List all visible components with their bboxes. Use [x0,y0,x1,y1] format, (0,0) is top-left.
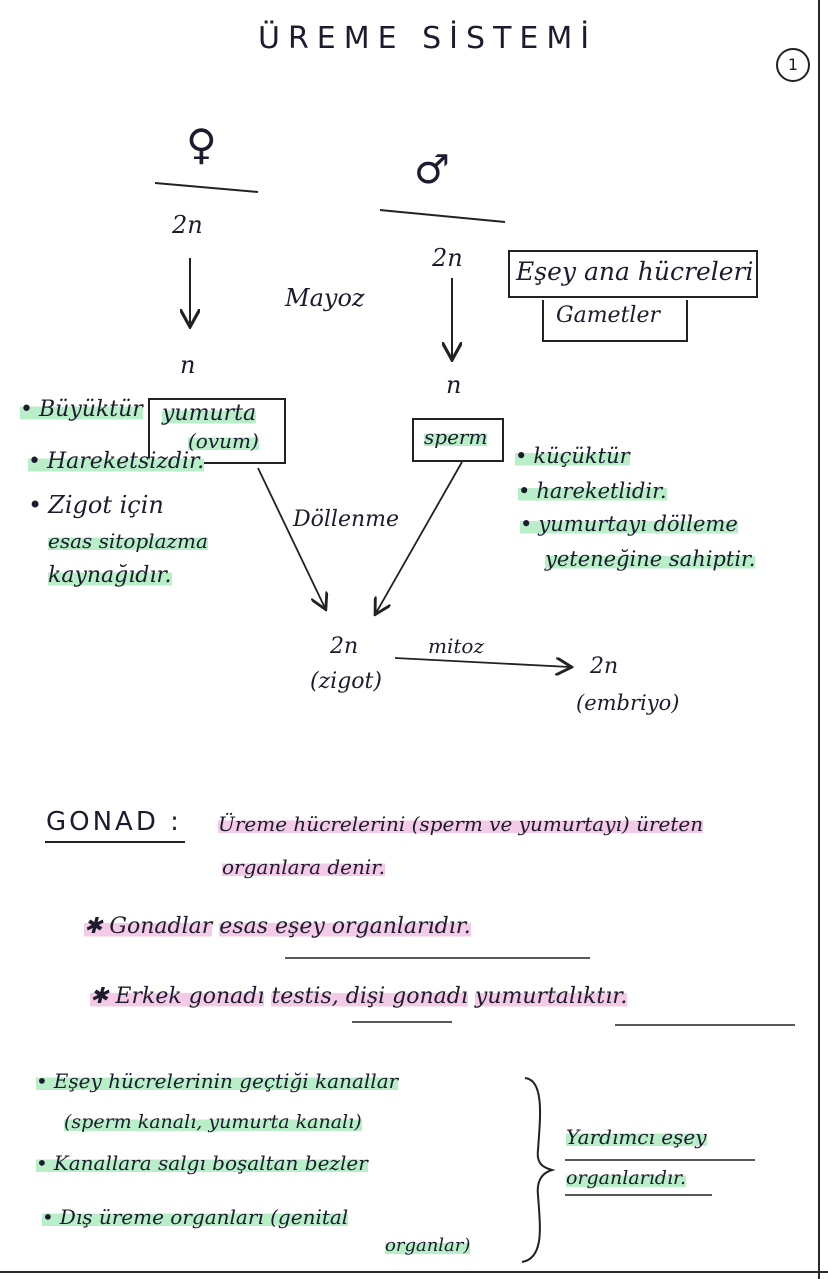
yumurta-label: yumurta [162,401,257,427]
zigot-2n: 2n [330,634,359,659]
gametler-label: Gametler [556,303,660,328]
female-trait-4: esas sitoplazma [48,529,208,553]
male-trait-1: küçüktür [515,444,630,469]
female-trait-2: Hareketsizdir. [28,449,205,475]
male-trait-4: yeteneğine sahiptir. [545,547,756,572]
female-underline [154,182,259,193]
helper-item-3: Dış üreme organları (genital [42,1205,349,1229]
gonad-note-1: ✱ Gonadlar esas eşey organlarıdır. [84,914,471,939]
zigot-label: (zigot) [310,669,382,694]
male-trait-2: hareketlidir. [518,479,667,504]
page-title: ÜREME SİSTEMİ [258,21,598,56]
helper-item-2: Kanallara salgı boşaltan bezler [36,1151,368,1175]
embriyo-label: (embriyo) [576,691,680,715]
sperm-box [412,418,504,462]
gametler-box [542,300,688,342]
page-number-badge: 1 [776,48,810,82]
helper-item-3-detail: organlar) [385,1235,471,1256]
gonad-heading: GONAD : [46,807,182,837]
esey-ana-box [508,250,758,298]
page-right-edge [818,0,820,1279]
male-n: n [446,371,462,399]
female-symbol: ♀ [186,120,217,169]
helper-item-1-detail: (sperm kanalı, yumurta kanalı) [64,1111,362,1133]
yumurta-box [148,398,286,464]
ovum-to-zygote-arrow [257,467,325,608]
gonad-definition-line2: organlara denir. [222,855,386,879]
female-n: n [180,351,196,379]
female-trait-5: kaynağıdır. [48,563,172,589]
male-trait-3: yumurtayı dölleme [520,512,738,537]
embriyo-2n: 2n [590,654,619,679]
gonad-note-2: ✱ Erkek gonadı testis, dişi gonadı yumur… [90,984,628,1009]
mitoz-label: mitoz [428,634,484,658]
male-underline [379,209,506,223]
female-2n: 2n [172,211,203,239]
female-trait-3: Zigot için [28,491,164,519]
male-2n: 2n [432,244,463,272]
helper-summary-line2: organlarıdır. [566,1167,687,1189]
mitosis-arrow [394,657,570,667]
helper-item-1: Eşey hücrelerinin geçtiği kanallar [36,1069,399,1093]
esey-ana-hucreleri: Eşey ana hücreleri [516,257,754,286]
male-symbol: ♂ [414,147,450,193]
page-bottom-edge [0,1271,828,1273]
helper-summary-line1: Yardımcı eşey [566,1125,707,1149]
sperm-label: sperm [424,425,488,449]
dollenme-label: Döllenme [293,507,400,532]
sperm-to-zygote-arrow [376,461,463,613]
ovum-label: (ovum) [188,429,259,453]
gonad-definition-line1: Üreme hücrelerini (sperm ve yumurtayı) ü… [218,812,704,836]
mayoz-label: Mayoz [285,284,365,312]
curly-brace [521,1077,556,1263]
female-trait-1: Büyüktür [20,397,143,423]
